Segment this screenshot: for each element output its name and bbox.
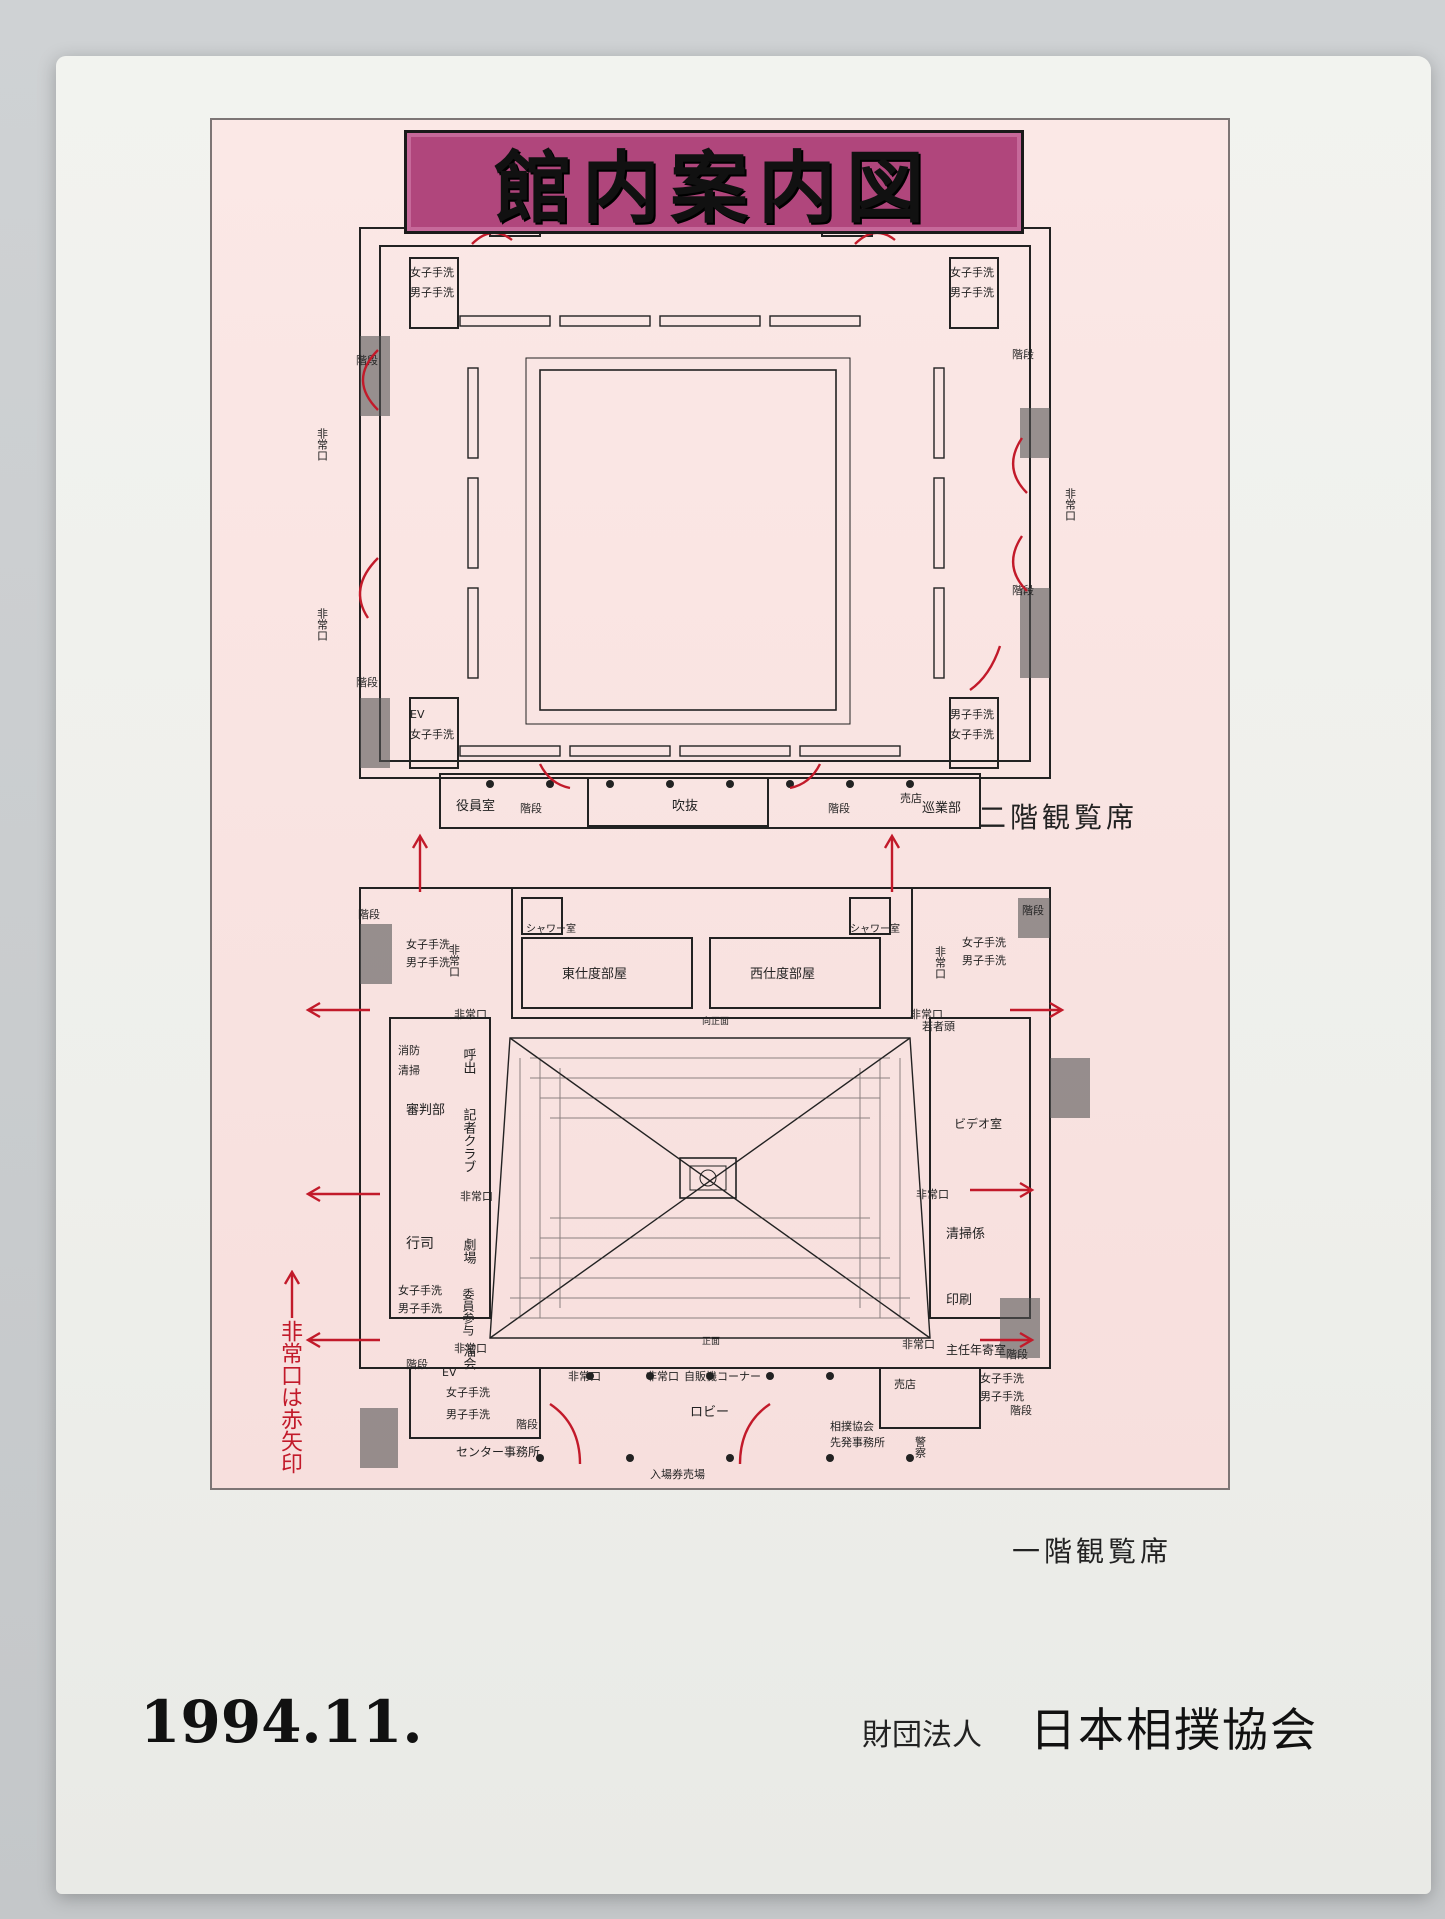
svg-text:女子手洗: 女子手洗 (950, 727, 994, 741)
svg-text:非常口: 非常口 (1064, 488, 1077, 521)
svg-text:センター事務所: センター事務所 (456, 1445, 540, 1459)
svg-text:階段: 階段 (1010, 1403, 1032, 1417)
svg-text:主任年寄室: 主任年寄室 (946, 1342, 1006, 1357)
svg-text:非常口: 非常口 (454, 1008, 487, 1021)
svg-text:溜会: 溜会 (461, 1344, 477, 1370)
svg-text:役員室: 役員室 (456, 798, 495, 814)
svg-text:男子手洗: 男子手洗 (406, 955, 450, 969)
svg-text:女子手洗: 女子手洗 (406, 937, 450, 951)
lower-columns (536, 1372, 914, 1462)
upper-floor-plan (359, 205, 1051, 829)
svg-text:警察: 警察 (914, 1435, 927, 1458)
svg-text:劇場: 劇場 (461, 1238, 477, 1264)
exit-legend-note: 非常口は赤矢印 (277, 1320, 302, 1474)
svg-text:非常口: 非常口 (934, 946, 947, 979)
lower-floor-plan (359, 887, 1090, 1468)
svg-text:吹抜: 吹抜 (672, 798, 698, 814)
svg-text:非常口: 非常口 (902, 1338, 935, 1351)
svg-text:非常口: 非常口 (568, 1370, 601, 1383)
publisher-prefix: 財団法人 (862, 1718, 982, 1753)
svg-text:階段: 階段 (828, 801, 850, 815)
svg-text:階段: 階段 (1022, 903, 1044, 917)
svg-text:階段: 階段 (1006, 1347, 1028, 1361)
svg-text:EV: EV (410, 708, 425, 721)
svg-text:巡業部: 巡業部 (922, 800, 961, 816)
svg-text:非常口: 非常口 (910, 1008, 943, 1021)
svg-text:売店: 売店 (900, 791, 922, 805)
svg-text:男子手洗: 男子手洗 (980, 1389, 1024, 1403)
svg-text:EV: EV (442, 1366, 457, 1379)
svg-text:西仕度部屋: 西仕度部屋 (750, 966, 815, 982)
lower-labels: 階段階段 シャワー室シャワー室 東仕度部屋西仕度部屋 女子手洗男子手洗 非常口 … (358, 903, 1044, 1481)
title-banner: 館内案内図 (404, 130, 1024, 234)
svg-text:男子手洗: 男子手洗 (950, 707, 994, 721)
svg-text:階段: 階段 (1012, 347, 1034, 361)
svg-text:女子手洗: 女子手洗 (410, 727, 454, 741)
svg-text:階段: 階段 (356, 675, 378, 689)
svg-text:先発事務所: 先発事務所 (830, 1435, 885, 1449)
svg-text:シャワー室: シャワー室 (850, 922, 900, 935)
svg-text:審判部: 審判部 (406, 1103, 445, 1118)
svg-text:非常口: 非常口 (316, 608, 329, 641)
lower-floor-label: 一階観覧席 (1012, 1535, 1173, 1568)
svg-text:入場券売場: 入場券売場 (650, 1467, 705, 1481)
svg-text:正面: 正面 (702, 1336, 720, 1347)
svg-text:印刷: 印刷 (946, 1293, 972, 1308)
publisher-name: 日本相撲協会 (1030, 1703, 1318, 1757)
svg-text:行司: 行司 (406, 1236, 434, 1252)
svg-text:男子手洗: 男子手洗 (950, 285, 994, 299)
svg-text:男子手洗: 男子手洗 (410, 285, 454, 299)
upper-columns (486, 780, 914, 788)
svg-text:非常口: 非常口 (916, 1188, 949, 1201)
svg-text:非常口: 非常口 (460, 1190, 493, 1203)
svg-text:非常口: 非常口 (448, 944, 461, 977)
svg-text:女子手洗: 女子手洗 (980, 1371, 1024, 1385)
svg-text:非常口: 非常口 (646, 1370, 679, 1383)
svg-text:シャワー室: シャワー室 (526, 922, 576, 935)
svg-text:階段: 階段 (520, 801, 542, 815)
svg-text:自販機コーナー: 自販機コーナー (684, 1369, 761, 1383)
page-title: 館内案内図 (493, 143, 934, 234)
lower-seating-grid (510, 1057, 910, 1319)
svg-text:記者クラブ: 記者クラブ (461, 1107, 477, 1173)
upper-exit-arrows (358, 231, 1028, 790)
svg-text:相撲協会: 相撲協会 (830, 1419, 874, 1433)
svg-text:女子手洗: 女子手洗 (446, 1385, 490, 1399)
svg-text:女子手洗: 女子手洗 (950, 265, 994, 279)
svg-text:女子手洗: 女子手洗 (398, 1283, 442, 1297)
svg-text:ロビー: ロビー (690, 1405, 729, 1420)
svg-text:階段: 階段 (358, 907, 380, 921)
svg-text:階段: 階段 (406, 1357, 428, 1371)
svg-text:若者頭: 若者頭 (922, 1020, 955, 1033)
svg-text:向正面: 向正面 (702, 1015, 729, 1027)
svg-text:清掃係: 清掃係 (946, 1226, 985, 1242)
svg-text:女子手洗: 女子手洗 (962, 935, 1006, 949)
svg-text:男子手洗: 男子手洗 (446, 1407, 490, 1421)
svg-text:階段: 階段 (1012, 583, 1034, 597)
svg-text:女子手洗: 女子手洗 (410, 265, 454, 279)
svg-text:清掃: 清掃 (398, 1063, 420, 1077)
up-arrow-icon (283, 1270, 301, 1318)
svg-text:非常口: 非常口 (316, 428, 329, 461)
svg-text:男子手洗: 男子手洗 (962, 953, 1006, 967)
upper-floor-label: 二階観覧席 (978, 801, 1139, 834)
svg-text:男子手洗: 男子手洗 (398, 1301, 442, 1315)
svg-text:売店: 売店 (894, 1377, 916, 1391)
svg-text:階段: 階段 (516, 1417, 538, 1431)
publication-date: 1994.11. (140, 1688, 423, 1756)
lower-exit-arrows (305, 833, 1065, 1465)
svg-text:ビデオ室: ビデオ室 (954, 1116, 1002, 1131)
svg-text:呼出: 呼出 (461, 1048, 477, 1074)
svg-text:委員参与: 委員参与 (461, 1288, 475, 1336)
svg-text:非常口: 非常口 (454, 1342, 487, 1355)
svg-text:消防: 消防 (398, 1043, 420, 1057)
svg-text:東仕度部屋: 東仕度部屋 (562, 966, 627, 982)
